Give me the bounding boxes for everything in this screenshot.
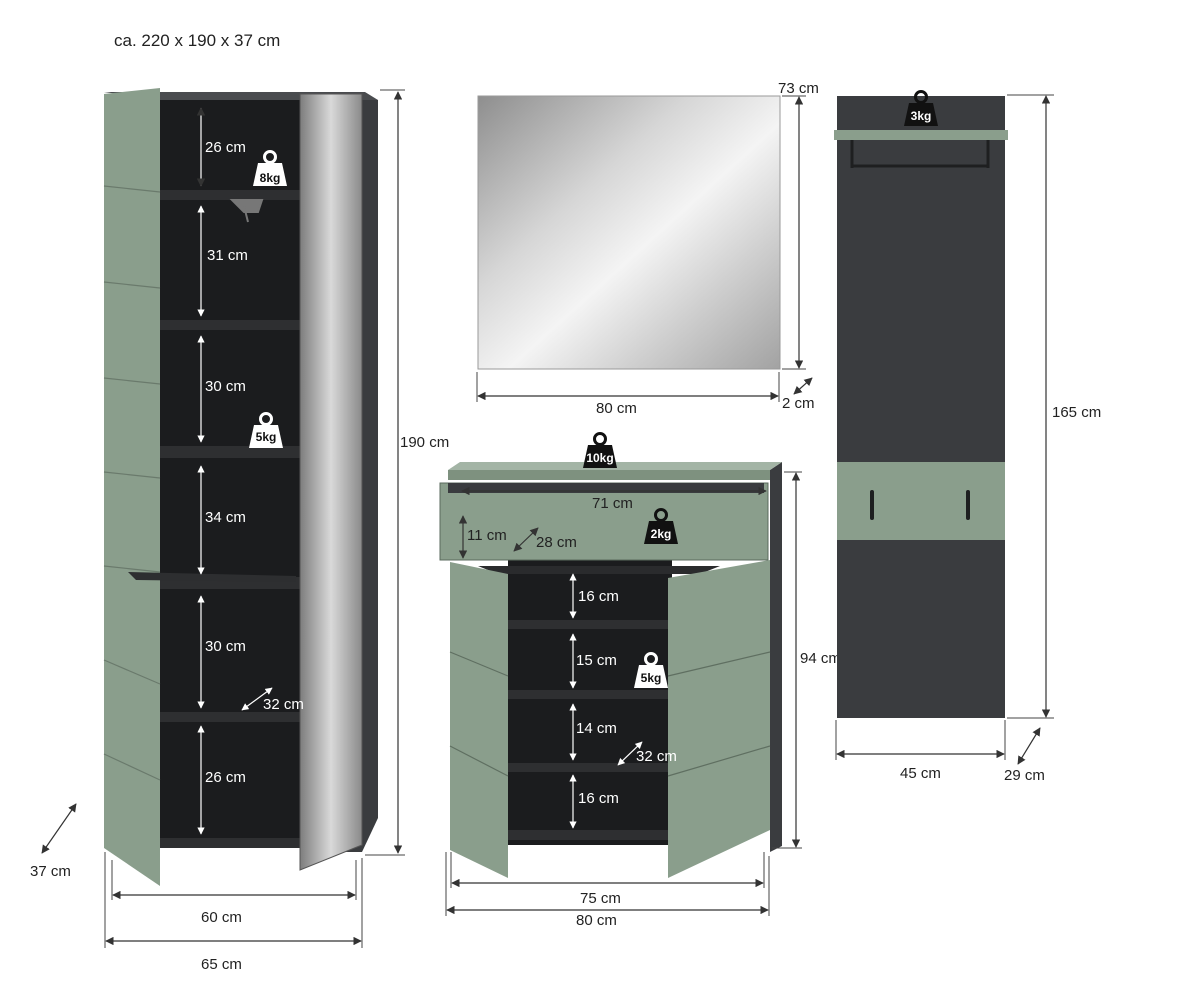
wardrobe-shelf-2-height: 31 cm xyxy=(207,247,248,264)
shoe-cabinet-inner-width: 75 cm xyxy=(580,890,621,907)
weight-icon: 10kg xyxy=(581,432,619,470)
wardrobe-shelf-3-height: 30 cm xyxy=(205,378,246,395)
wardrobe-shelf-5-height: 30 cm xyxy=(205,638,246,655)
shoe-shelf-1-height: 16 cm xyxy=(578,588,619,605)
wardrobe-inner-width: 60 cm xyxy=(201,909,242,926)
shoe-cabinet-height: 94 cm xyxy=(800,650,841,667)
wardrobe-depth: 37 cm xyxy=(30,863,71,880)
drawer-width: 71 cm xyxy=(592,495,633,512)
shoe-shelf-weight: 5kg xyxy=(641,671,662,685)
drawer-depth: 28 cm xyxy=(536,534,577,551)
wardrobe-shelf-1-height: 26 cm xyxy=(205,139,246,156)
weight-icon: 2kg xyxy=(642,508,680,546)
coat-panel-dimensions: 165 cm 45 cm 29 cm xyxy=(835,94,1101,784)
wardrobe-outer-dimensions: 190 cm 60 cm 65 cm 37 cm xyxy=(30,89,449,973)
wardrobe-shelf-dimensions: 26 cm 31 cm 30 cm 34 cm 30 cm 26 cm 32 c… xyxy=(196,107,304,835)
cabinet-top-weight: 10kg xyxy=(586,451,613,465)
mirror-dimensions: 73 cm 80 cm 2 cm xyxy=(476,80,819,417)
weight-icon: 5kg xyxy=(247,412,285,450)
weight-icon: 5kg xyxy=(632,652,670,690)
shoe-shelf-2-height: 15 cm xyxy=(576,652,617,669)
weight-icon: 8kg xyxy=(251,150,289,188)
drawer-weight: 2kg xyxy=(651,527,672,541)
wardrobe-outer-width: 65 cm xyxy=(201,956,242,973)
coat-panel-depth: 29 cm xyxy=(1004,767,1045,784)
wall-mirror xyxy=(477,95,781,370)
shoe-cabinet-inner-dimensions: 71 cm 11 cm 28 cm 16 cm 15 cm 14 cm 16 c… xyxy=(458,486,767,829)
coat-panel-height: 165 cm xyxy=(1052,404,1101,421)
mirror-height: 73 cm xyxy=(778,80,819,97)
wardrobe-weight-middle: 5kg xyxy=(256,430,277,444)
mirror-depth: 2 cm xyxy=(782,395,815,412)
shoe-shelf-3-height: 14 cm xyxy=(576,720,617,737)
shoe-cabinet-outer-dimensions: 94 cm 75 cm 80 cm xyxy=(445,471,841,929)
drawer-height: 11 cm xyxy=(467,527,507,544)
weight-icon: 3kg xyxy=(902,90,940,128)
coat-panel-width: 45 cm xyxy=(900,765,941,782)
coat-panel xyxy=(834,96,1008,718)
wardrobe-inner-depth: 32 cm xyxy=(263,696,304,713)
overall-size-label: ca. 220 x 190 x 37 cm xyxy=(114,31,280,50)
wardrobe-height: 190 cm xyxy=(400,434,449,451)
wardrobe xyxy=(103,88,378,886)
shoe-cabinet-outer-width: 80 cm xyxy=(576,912,617,929)
coat-panel-weight: 3kg xyxy=(911,109,932,123)
shoe-shelf-4-height: 16 cm xyxy=(578,790,619,807)
shoe-shelf-depth: 32 cm xyxy=(636,748,677,765)
wardrobe-shelf-6-height: 26 cm xyxy=(205,769,246,786)
mirror-width: 80 cm xyxy=(596,400,637,417)
shoe-cabinet xyxy=(439,462,782,878)
wardrobe-weight-top: 8kg xyxy=(260,171,281,185)
wardrobe-shelf-4-height: 34 cm xyxy=(205,509,246,526)
